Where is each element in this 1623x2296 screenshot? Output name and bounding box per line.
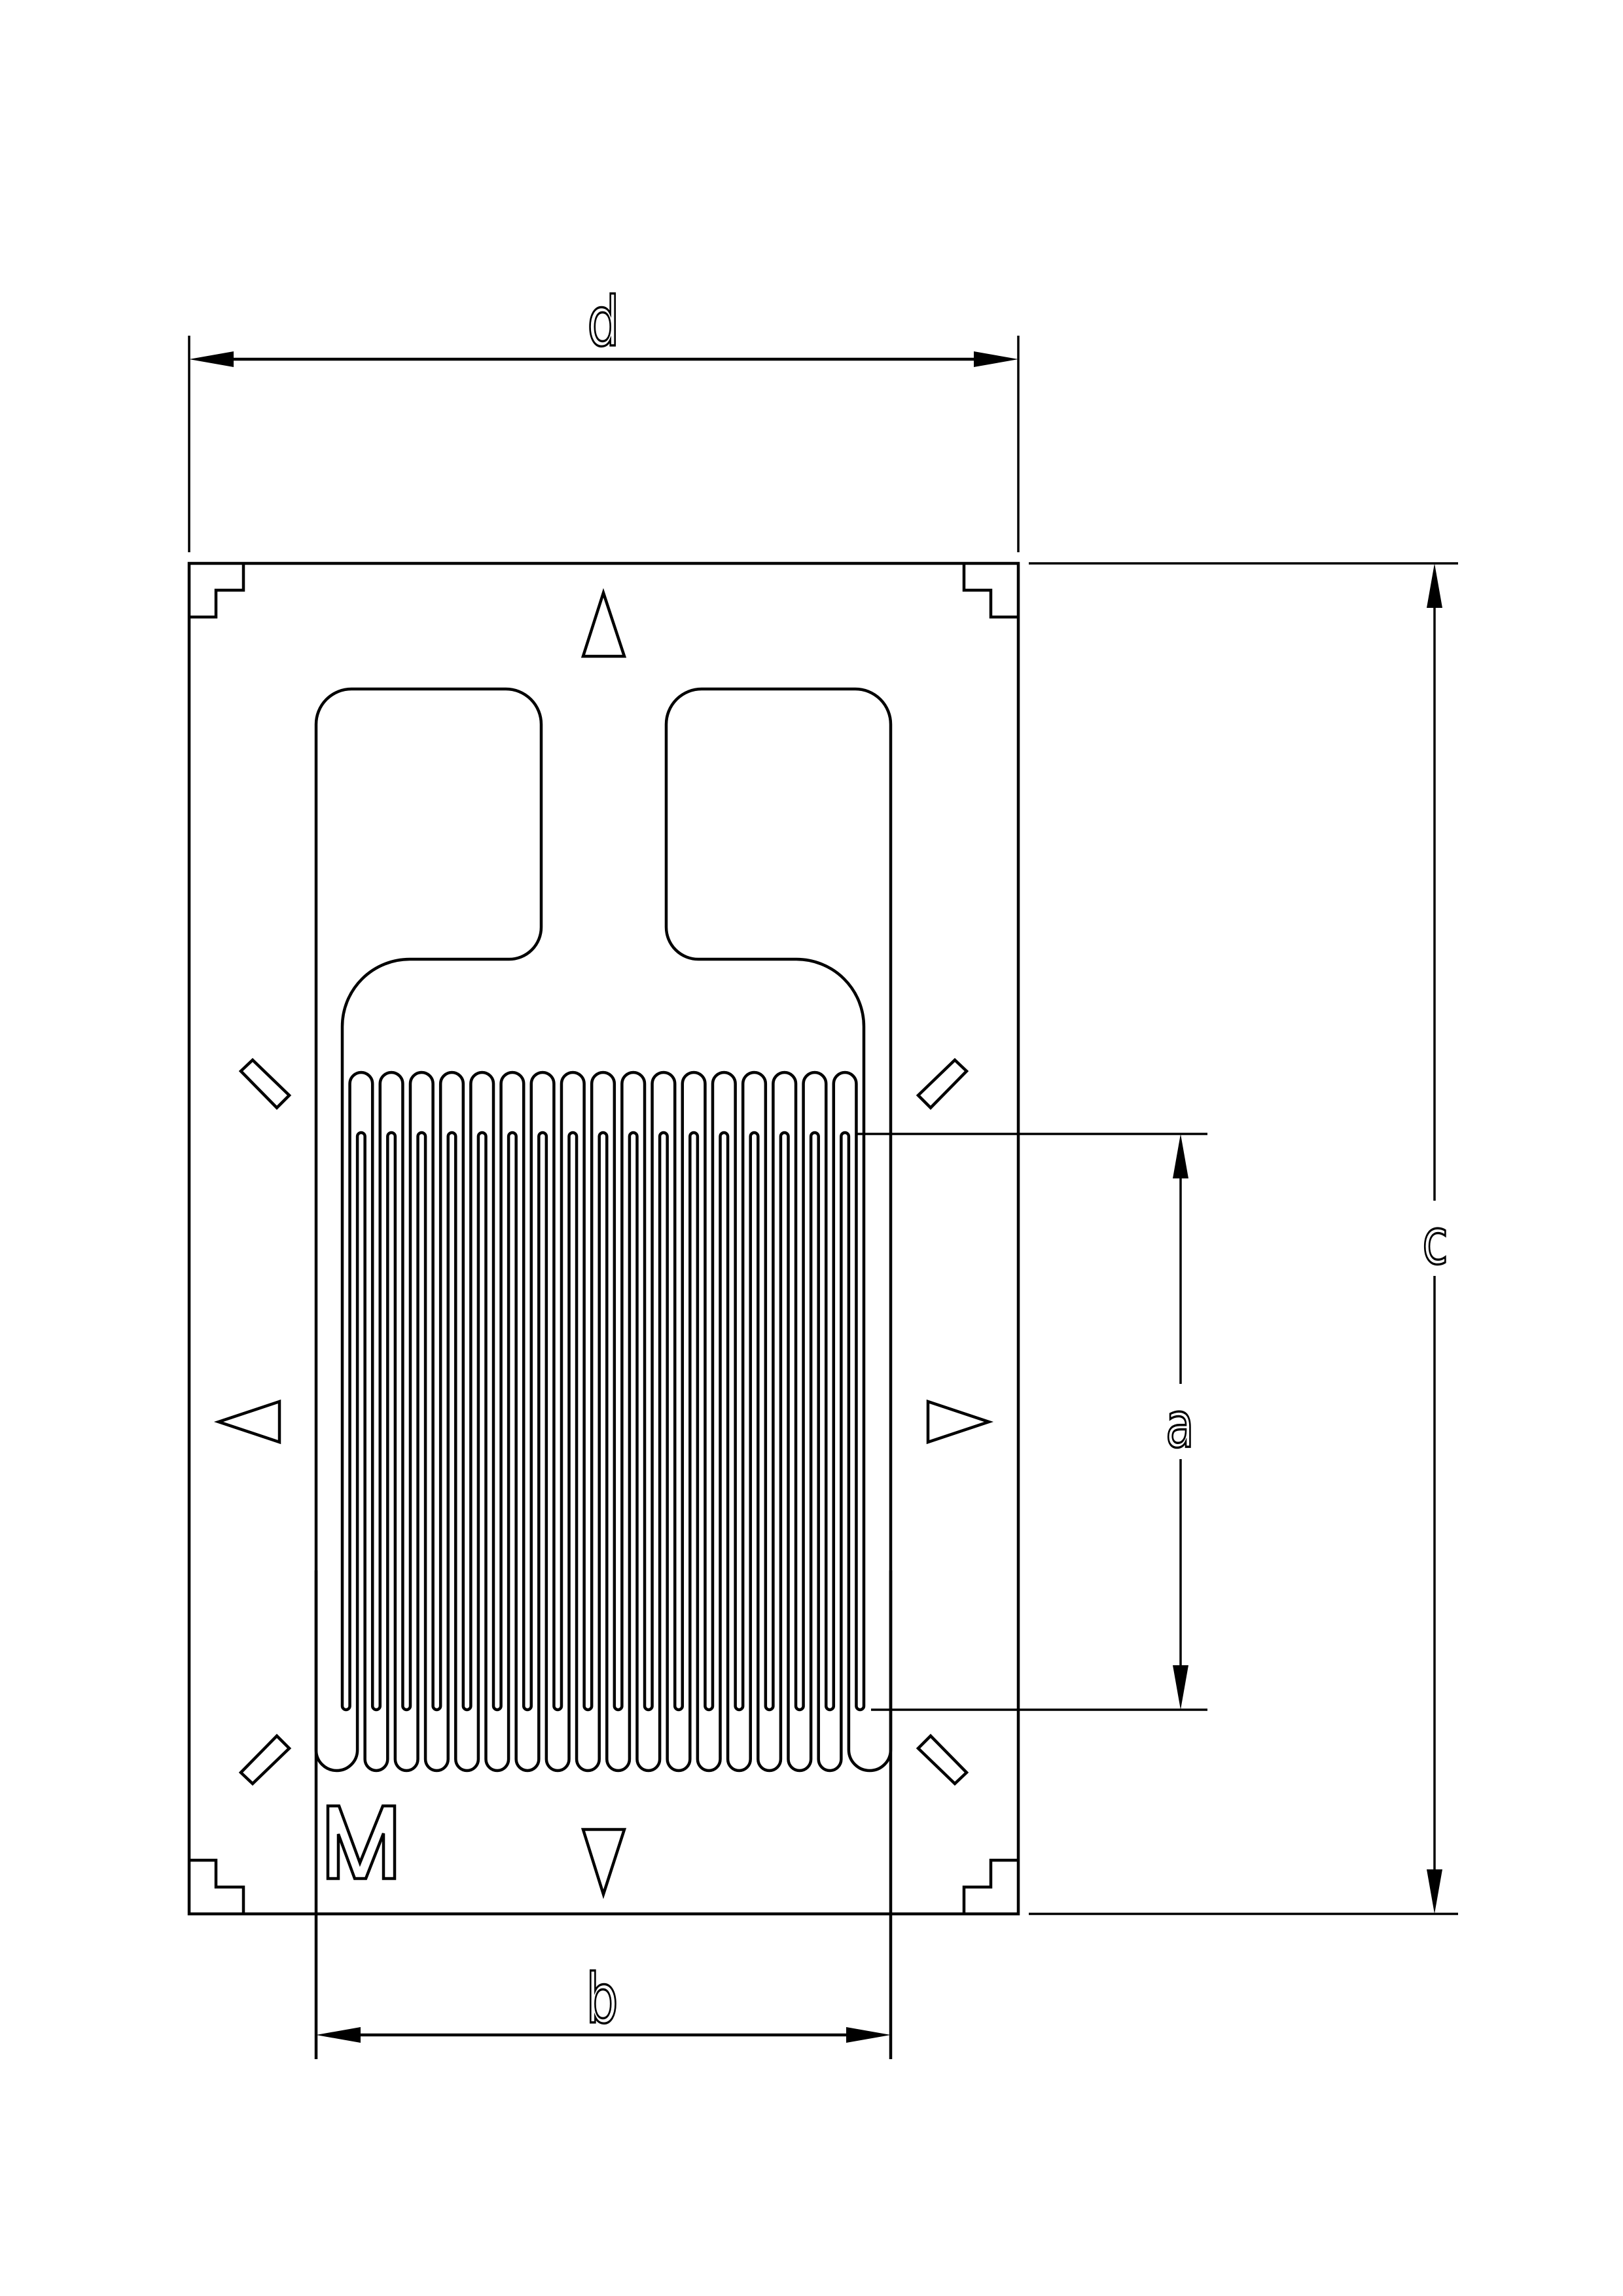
arrowhead-left-icon bbox=[316, 2027, 361, 2043]
triangle-right-icon bbox=[926, 1399, 994, 1445]
arrowhead-down-icon bbox=[1173, 1665, 1188, 1710]
triangle-left-icon bbox=[213, 1399, 281, 1445]
conductor-outer-outline bbox=[314, 1131, 893, 1773]
arrowhead-up-icon bbox=[1173, 1134, 1188, 1178]
arrowhead-right-icon bbox=[846, 2027, 891, 2043]
dimension-b: b bbox=[316, 1958, 891, 2043]
corner-mark-bottom-left bbox=[189, 1858, 245, 1914]
corner-mark-top-left bbox=[189, 563, 245, 619]
dimension-label-a: a bbox=[1166, 1389, 1194, 1462]
diagonal-mark-bottom-right bbox=[916, 1733, 969, 1786]
arrowhead-right-icon bbox=[974, 351, 1018, 367]
dimension-a: a bbox=[856, 1133, 1207, 1711]
conductor-inner-outline bbox=[314, 687, 893, 2059]
diagonal-marks bbox=[238, 1057, 969, 1786]
dimension-label-d: d bbox=[587, 283, 620, 362]
corner-mark-top-right bbox=[962, 563, 1018, 619]
dimension-label-c: c bbox=[1422, 1206, 1448, 1279]
dimension-c: c bbox=[1029, 562, 1458, 1915]
arrowhead-up-icon bbox=[1427, 563, 1442, 608]
triangle-up-icon bbox=[580, 588, 627, 658]
dimension-d: d bbox=[188, 281, 1020, 552]
diagonal-mark-top-right bbox=[916, 1057, 969, 1110]
alignment-triangles bbox=[213, 588, 994, 1899]
arrowhead-down-icon bbox=[1427, 1869, 1442, 1914]
carrier-outline bbox=[187, 561, 1020, 1916]
diagonal-mark-top-left bbox=[238, 1057, 292, 1110]
diagonal-mark-bottom-left bbox=[238, 1733, 292, 1786]
marking-m-outline bbox=[326, 1804, 397, 1881]
dimension-label-b: b bbox=[586, 1960, 618, 2039]
triangle-down-icon bbox=[580, 1828, 627, 1899]
arrowhead-left-icon bbox=[189, 351, 234, 367]
corner-mark-bottom-right bbox=[962, 1858, 1018, 1914]
corner-marks bbox=[189, 563, 1018, 1914]
